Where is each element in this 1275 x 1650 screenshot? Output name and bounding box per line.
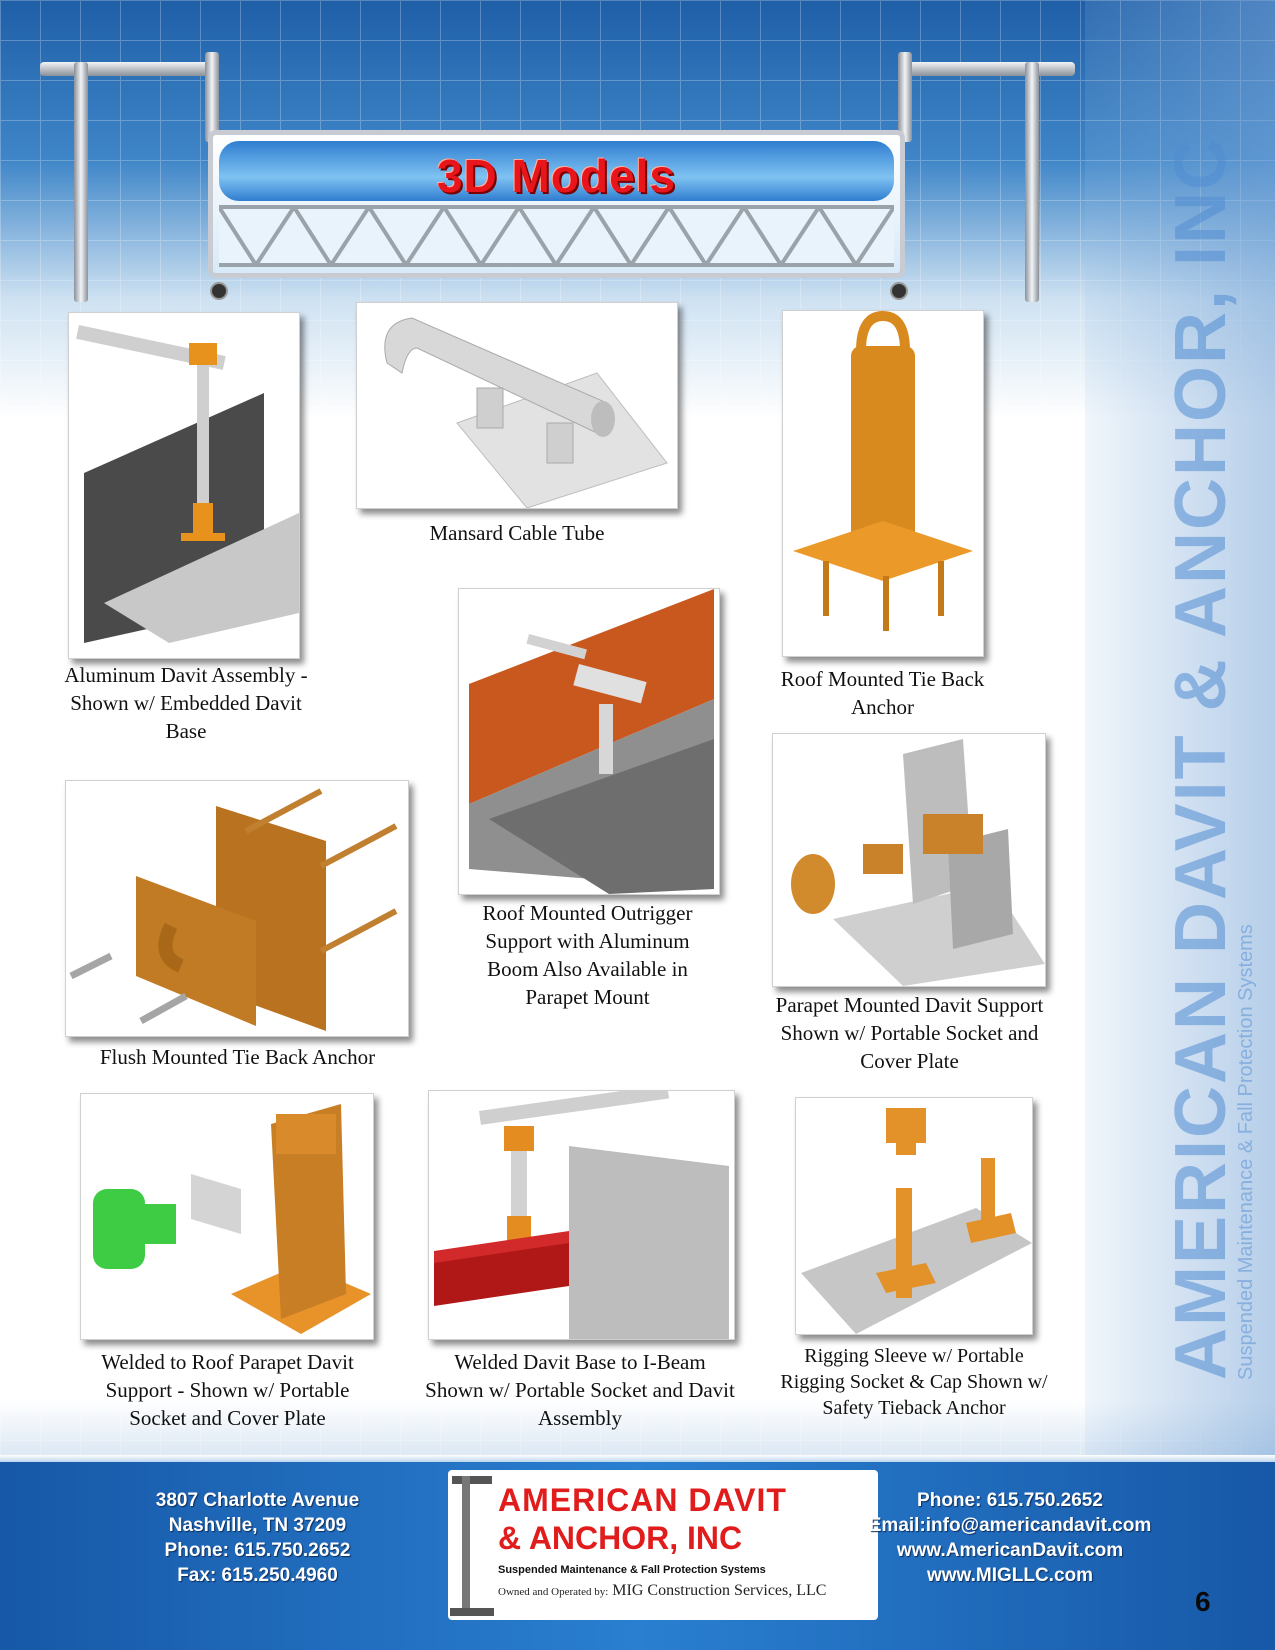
company-logo: AMERICAN DAVIT & ANCHOR, INC Suspended M… [448, 1470, 878, 1620]
logo-line-2: & ANCHOR, INC [498, 1520, 743, 1556]
contact-website-mig: www.MIGLLC.com [926, 1565, 1094, 1586]
welded-ibeam-image [434, 1084, 729, 1339]
caption-flush-tie-back-anchor: Flush Mounted Tie Back Anchor [99, 1045, 376, 1069]
caption-welded-parapet-support: Welded to Roof Parapet Davit Support - S… [101, 1350, 354, 1430]
caption-parapet-davit-support: Parapet Mounted Davit Support Shown w/ P… [775, 993, 1044, 1073]
aluminum-davit-image [76, 325, 299, 643]
page-number: 6 [1195, 1586, 1211, 1617]
flush-tie-back-anchor-image [69, 788, 398, 1031]
roof-tie-back-anchor-image [793, 310, 973, 631]
contact-phone: Phone: 615.750.2652 [917, 1490, 1103, 1511]
logo-line-1: AMERICAN DAVIT [498, 1482, 787, 1518]
logo-tagline: Suspended Maintenance & Fall Protection … [498, 1564, 766, 1576]
banner-wheel-left [210, 282, 228, 300]
figure-roof-outrigger [458, 588, 720, 895]
caption-roof-tie-back-anchor: Roof Mounted Tie Back Anchor [780, 667, 985, 719]
figure-welded-ibeam [428, 1084, 735, 1340]
figure-aluminum-davit [68, 312, 300, 659]
footer-address: 3807 Charlotte Avenue Nashville, TN 3720… [130, 1488, 385, 1588]
figure-roof-tie-back-anchor [782, 310, 984, 657]
truss-graphic [219, 205, 894, 267]
figure-parapet-davit-support [772, 733, 1046, 987]
caption-rigging-sleeve: Rigging Sleeve w/ Portable Rigging Socke… [780, 1345, 1048, 1419]
right-background-band [1085, 0, 1275, 1460]
address-street: 3807 Charlotte Avenue [155, 1490, 360, 1511]
figure-rigging-sleeve [795, 1097, 1033, 1335]
figure-welded-parapet-support [80, 1093, 374, 1340]
address-fax: Fax: 615.250.4960 [177, 1565, 338, 1586]
page-title: 3D Models [436, 150, 677, 202]
owned-by-line: Owned and Operated by: MIG Construction … [498, 1582, 826, 1600]
banner-band: 3D Models [219, 141, 894, 202]
contact-email: Email:info@americandavit.com [868, 1515, 1152, 1536]
vertical-watermark: AMERICAN DAVIT & ANCHOR, INC [1161, 136, 1241, 1380]
address-city: Nashville, TN 37209 [168, 1515, 347, 1536]
figure-mansard-cable-tube [356, 302, 678, 509]
caption-aluminum-davit: Aluminum Davit Assembly - Shown w/ Embed… [64, 663, 308, 743]
welded-parapet-support-image [93, 1104, 371, 1334]
mansard-cable-tube-image [384, 317, 668, 509]
banner-wheel-right [890, 282, 908, 300]
owned-prefix: Owned and Operated by: [498, 1586, 609, 1598]
parapet-davit-support-image [791, 739, 1045, 986]
footer-highlight [0, 1455, 1275, 1465]
davit-logo-icon [450, 1476, 494, 1616]
rigging-sleeve-image [801, 1108, 1032, 1334]
caption-roof-outrigger: Roof Mounted Outrigger Support with Alum… [482, 901, 693, 1009]
figure-flush-tie-back-anchor [65, 780, 409, 1037]
roof-outrigger-image [469, 589, 714, 894]
vertical-watermark-sub: Suspended Maintenance & Fall Protection … [1235, 924, 1257, 1380]
caption-mansard-cable-tube: Mansard Cable Tube [429, 521, 605, 545]
caption-welded-ibeam: Welded Davit Base to I-Beam Shown w/ Por… [425, 1350, 735, 1430]
footer-contact: Phone: 615.750.2652 Email:info@americand… [860, 1488, 1160, 1588]
title-banner: 3D Models [208, 130, 905, 278]
contact-website: www.AmericanDavit.com [896, 1540, 1124, 1561]
address-phone: Phone: 615.750.2652 [164, 1540, 351, 1561]
owned-company: MIG Construction Services, LLC [612, 1582, 827, 1599]
